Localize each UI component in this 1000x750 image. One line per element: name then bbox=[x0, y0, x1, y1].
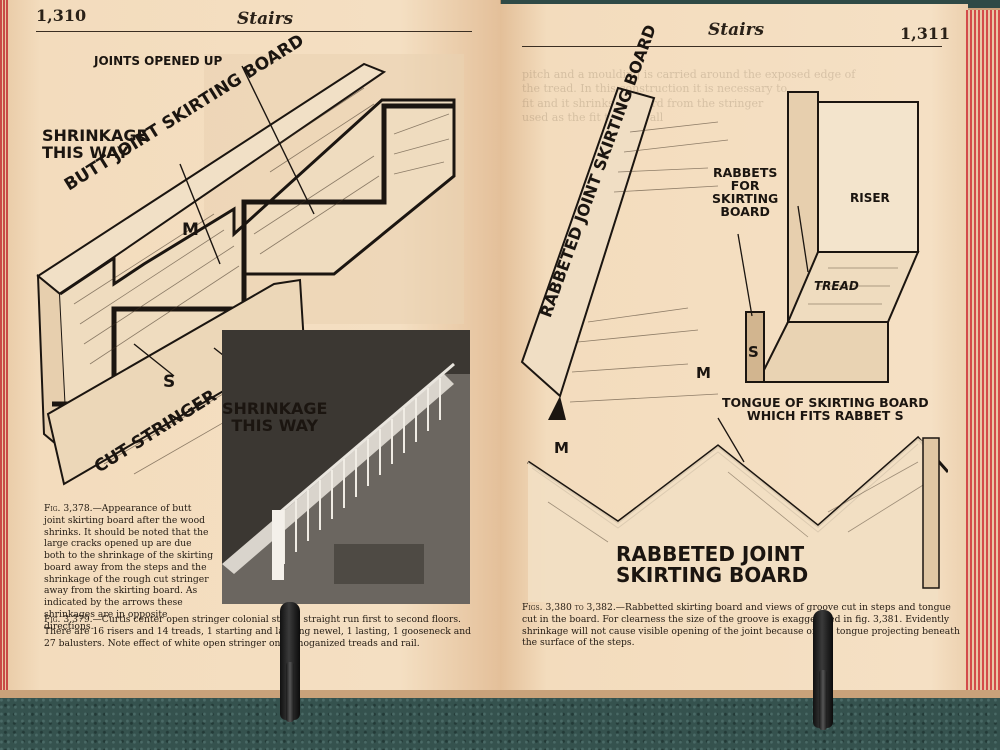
label-shrinkage-bottom: SHRINKAGE THIS WAY bbox=[222, 399, 328, 435]
right-page-number: 1,311 bbox=[900, 24, 951, 43]
caption-3379-line2: There are 16 risers and 14 treads, 1 sta… bbox=[44, 625, 472, 637]
page-holder-left bbox=[280, 602, 300, 722]
caption-3380-line3: shrinkage will not cause visible opening… bbox=[522, 625, 960, 637]
caption-3379-line1: —Curtis center open stringer colonial st… bbox=[92, 614, 461, 625]
left-page-edges bbox=[0, 0, 8, 690]
label-s-right: S bbox=[748, 343, 759, 361]
label-shrinkage-top: SHRINKAGE THIS WAY bbox=[42, 126, 148, 162]
left-running-head: Stairs bbox=[237, 9, 294, 29]
caption-fig-3378: Fig. 3,378.—Appearance of butt joint ski… bbox=[44, 503, 214, 632]
label-m-right-bottom: M bbox=[554, 439, 569, 457]
label-s-left: S bbox=[163, 372, 176, 392]
label-m-left: M bbox=[182, 220, 199, 240]
label-tread: TREAD bbox=[814, 279, 859, 293]
caption-fig-3379: Fig. 3,379.—Curtis center open stringer … bbox=[44, 614, 484, 649]
rabbeted-joint-illustration bbox=[520, 86, 948, 602]
right-running-head: Stairs bbox=[708, 20, 765, 40]
caption-3379-figno: Fig. 3,379. bbox=[44, 614, 93, 625]
right-page: pitch and a moulding is carried around t… bbox=[500, 4, 968, 690]
label-riser: RISER bbox=[850, 191, 890, 205]
left-page: 1,310 Stairs bbox=[0, 0, 501, 690]
caption-3380-line2: cut in the board. For clearness the size… bbox=[522, 613, 950, 625]
label-joints-opened-up: JOINTS OPENED UP bbox=[94, 54, 223, 68]
label-rabbets-for-skirting-board: RABBETS FOR SKIRTING BOARD bbox=[712, 165, 779, 220]
caption-3379-line3: 27 balusters. Note effect of white open … bbox=[44, 637, 420, 649]
caption-3380-line1: —Rabbetted skirting board and views of g… bbox=[615, 602, 951, 613]
label-tongue-of-skirting-board: TONGUE OF SKIRTING BOARD WHICH FITS RABB… bbox=[722, 395, 929, 424]
page-holder-right bbox=[813, 610, 833, 730]
label-rabbeted-joint-title: RABBETED JOINT SKIRTING BOARD bbox=[616, 542, 809, 587]
caption-3378-figno: Fig. 3,378. bbox=[44, 503, 93, 514]
label-m-right-top: M bbox=[696, 364, 711, 382]
right-page-edges bbox=[966, 10, 1000, 690]
left-page-number: 1,310 bbox=[36, 6, 87, 25]
caption-3380-figno: Figs. 3,380 to 3,382. bbox=[522, 602, 616, 613]
caption-3378-text: —Appearance of butt joint skirting board… bbox=[44, 503, 214, 632]
caption-fig-3380: Figs. 3,380 to 3,382.—Rabbetted skirting… bbox=[522, 602, 960, 649]
left-header-rule bbox=[36, 31, 472, 32]
show-through-text: pitch and a moulding is carried around t… bbox=[522, 68, 856, 124]
caption-3380-line4: the surface of the steps. bbox=[522, 637, 635, 649]
right-header-rule bbox=[522, 46, 942, 47]
butt-joint-illustration bbox=[36, 54, 470, 604]
